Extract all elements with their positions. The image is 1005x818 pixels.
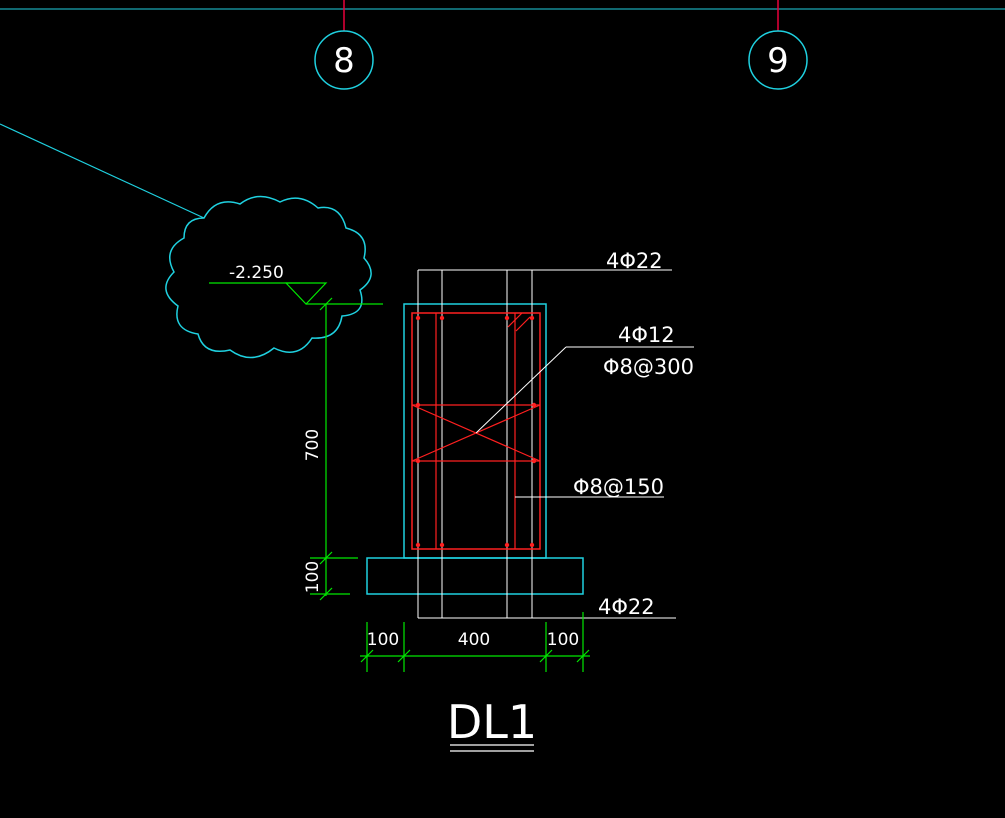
elevation-label: -2.250 (229, 263, 284, 283)
axis-circle-9 (748, 30, 808, 90)
leader-side-bars (475, 346, 567, 434)
axis-bubble-9: 9 (748, 0, 808, 90)
rebar-dot (529, 315, 535, 321)
axis-label-9: 9 (767, 41, 789, 81)
beam-outline (403, 303, 547, 559)
label-top-bars: 4Φ22 (606, 249, 663, 273)
stirrup (411, 312, 541, 550)
hdim-tick-3 (539, 649, 553, 663)
vdim-tick-mid (319, 551, 333, 565)
rebar-dot (415, 315, 421, 321)
rebar-dot (439, 542, 445, 548)
rebar-dot (439, 315, 445, 321)
rebar-dot (504, 542, 510, 548)
axis-circle-8 (314, 30, 374, 90)
label-tie-spacing: Φ8@300 (603, 355, 694, 379)
stirrup-hook-2 (515, 316, 531, 332)
vdim-tick-top (319, 297, 333, 311)
rebar-dot (504, 315, 510, 321)
axis-bubble-8: 8 (314, 0, 374, 90)
revision-cloud (165, 195, 372, 359)
drawing-title: DL1 (447, 695, 537, 749)
elevation-triangle (284, 282, 328, 305)
rebar-dot (531, 458, 537, 464)
hdim-tick-4 (576, 649, 590, 663)
hdim-tick-2 (397, 649, 411, 663)
hdim-tick-1 (360, 649, 374, 663)
label-stirrups: Φ8@150 (573, 475, 664, 499)
rebar-dots (415, 315, 537, 548)
vdim-tick-bottom (319, 587, 333, 601)
dim-left-offset: 100 (367, 630, 399, 650)
rebar-dot (415, 402, 421, 408)
vertical-dimension: 700 100 (303, 297, 358, 601)
dim-beam-width: 400 (458, 630, 490, 650)
dim-beam-height: 700 (303, 429, 323, 461)
rebar-dot (415, 458, 421, 464)
horizontal-dimension (360, 612, 590, 672)
elevation-marker: -2.250 (209, 263, 328, 305)
reference-lines (417, 269, 676, 619)
label-side-bars: 4Φ12 (618, 323, 675, 347)
dim-right-offset: 100 (547, 630, 579, 650)
cushion-outline (366, 557, 584, 595)
dim-cushion-height: 100 (303, 561, 323, 593)
label-bottom-bars: 4Φ22 (598, 595, 655, 619)
axis-label-8: 8 (333, 41, 355, 81)
cloud-leader-line (0, 123, 205, 219)
rebar-dot (415, 542, 421, 548)
rebar-dot (529, 542, 535, 548)
rebar-dot (531, 402, 537, 408)
